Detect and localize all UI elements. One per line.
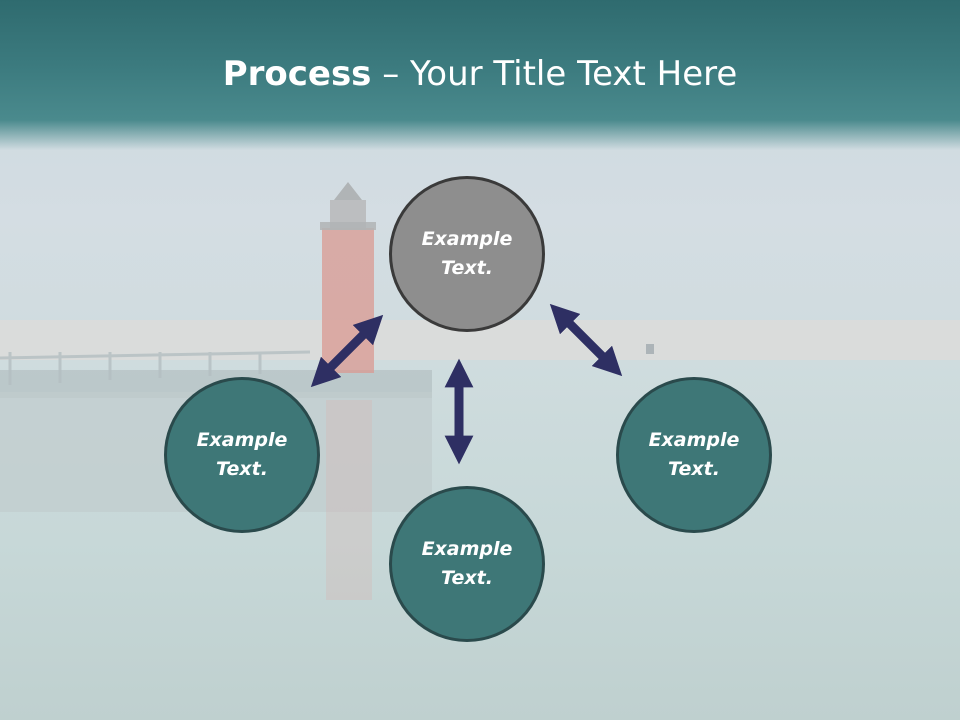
node-left-line2: Text. — [216, 458, 268, 480]
title-rest: – Your Title Text Here — [371, 54, 738, 94]
title-banner — [0, 0, 960, 150]
node-right-line1: Example — [648, 429, 740, 451]
arrow-top-right — [549, 303, 623, 377]
node-right-line2: Text. — [668, 458, 720, 480]
node-top-line1: Example — [421, 228, 513, 250]
process-node-right: Example Text. — [616, 377, 772, 533]
node-bottom-line2: Text. — [441, 567, 493, 589]
arrow-top-left — [310, 314, 384, 388]
node-bottom-line1: Example — [421, 538, 513, 560]
node-left-line1: Example — [196, 429, 288, 451]
process-node-top: Example Text. — [389, 176, 545, 332]
title-bold: Process — [222, 54, 372, 94]
node-top-line2: Text. — [441, 257, 493, 279]
page-title: Process – Your Title Text Here — [0, 52, 960, 96]
process-node-left: Example Text. — [164, 377, 320, 533]
process-node-bottom: Example Text. — [389, 486, 545, 642]
